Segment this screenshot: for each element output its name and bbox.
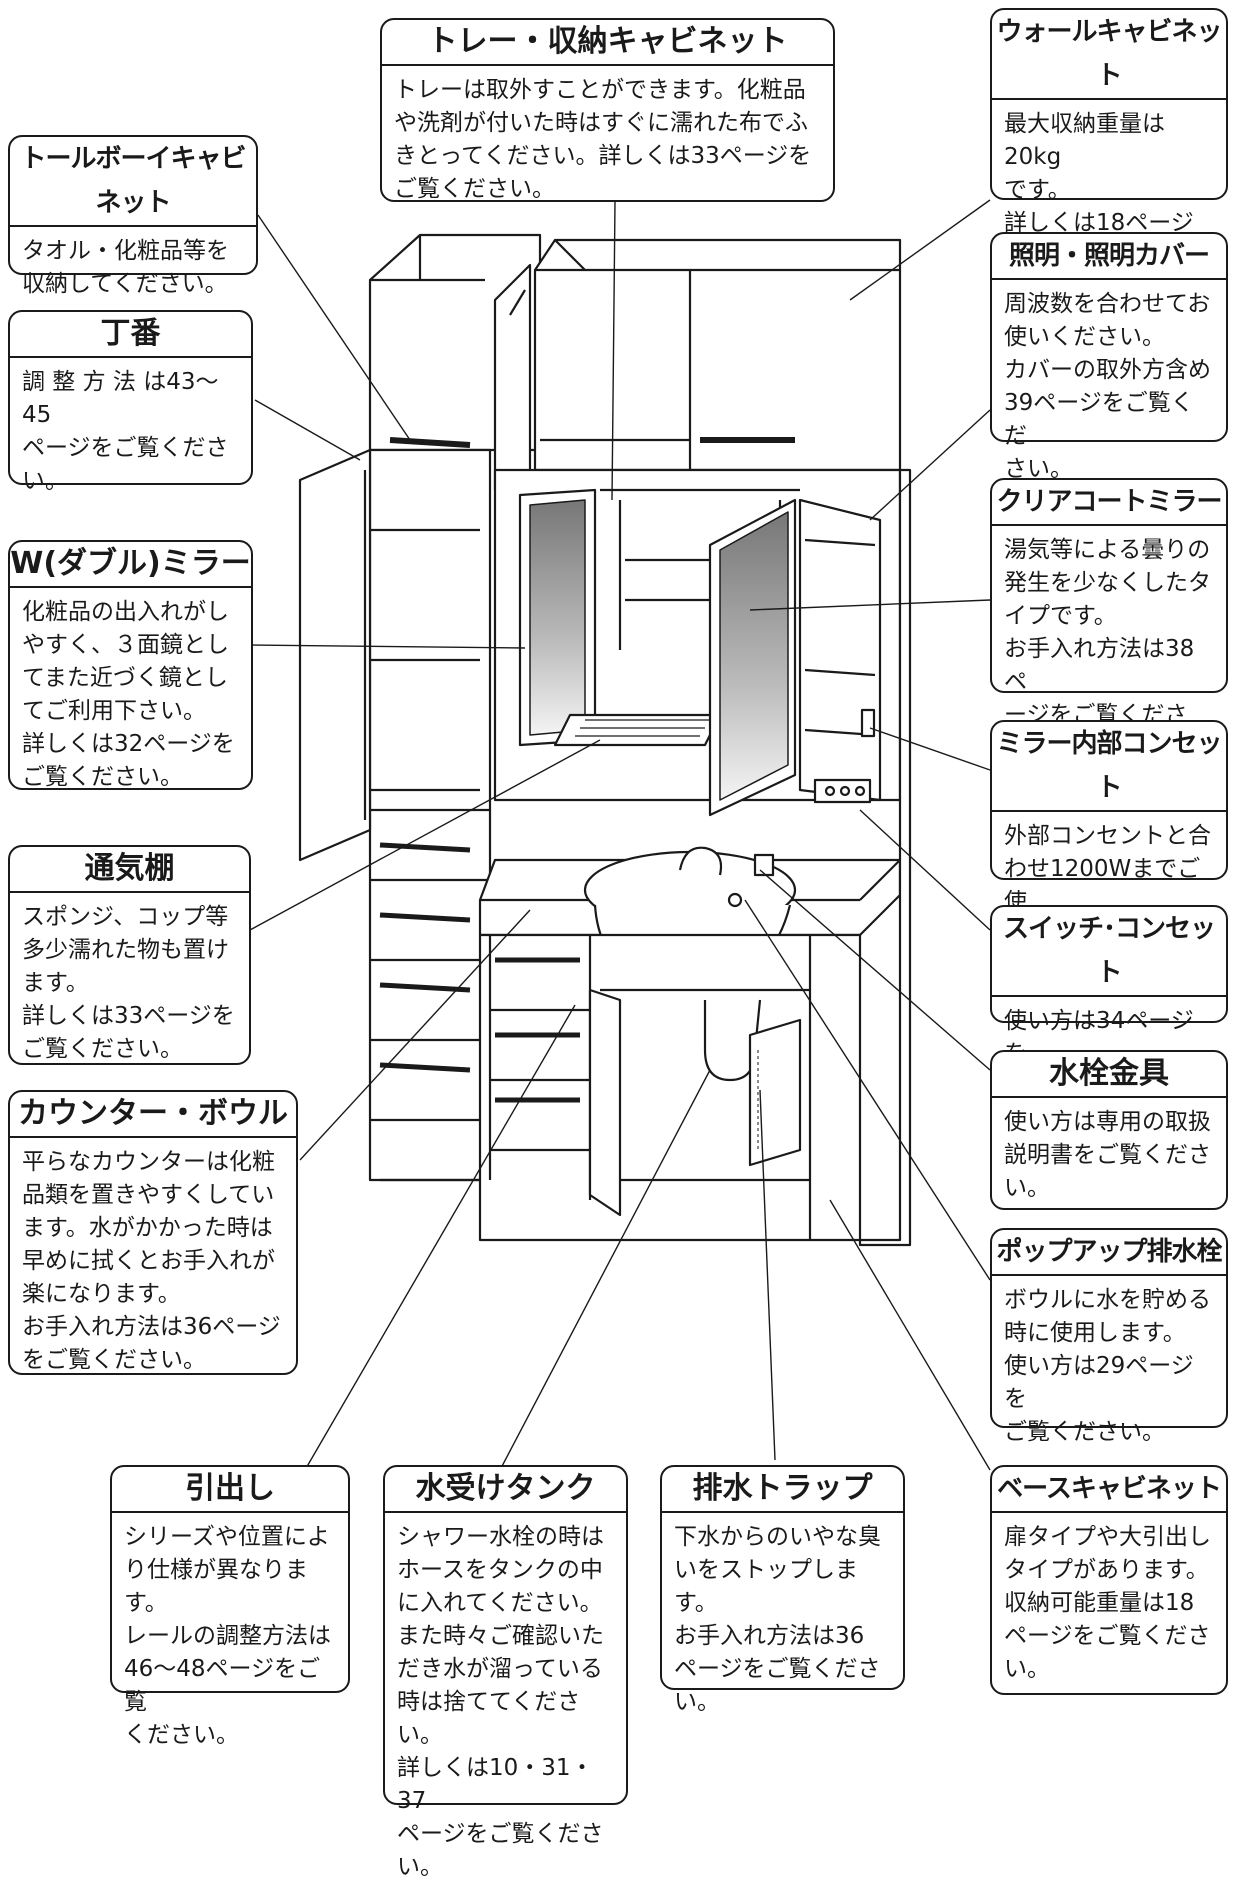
callout-title: ポップアップ排水栓 [992, 1230, 1226, 1276]
callout-w-mirror: W(ダブル)ミラー 化粧品の出入れがし やすく、３面鏡とし てまた近づく鏡とし … [8, 540, 253, 790]
callout-title: クリアコートミラー [992, 480, 1226, 526]
callout-body: 使い方は専用の取扱 説明書をご覧くださ い。 [1004, 1109, 1211, 1201]
base-cabinet [478, 933, 862, 1242]
vent-shelf [553, 713, 722, 747]
callout-drawer: 引出し シリーズや位置によ り仕様が異なります。 レールの調整方法は 46〜48… [110, 1465, 350, 1748]
callout-title: 照明・照明カバー [992, 234, 1226, 280]
mirror-side-compartment [798, 498, 882, 802]
callout-mirror-outlet: ミラー内部コンセット 外部コンセントと合 わせ1200Wまでご使 用できます。 [990, 720, 1228, 948]
callout-body: シャワー水栓の時は ホースをタンクの中 に入れてください。 また時々ご確認いた … [397, 1524, 604, 1880]
callout-drain-trap: 排水トラップ 下水からのいやな臭 いをストップします。 お手入れ方法は36 ペー… [660, 1465, 905, 1715]
callout-counter-bowl: カウンター・ボウル 平らなカウンターは化粧 品類を置きやすくしてい ます。水がか… [8, 1090, 298, 1375]
callout-body: ボウルに水を貯める 時に使用します。 使い方は29ページを ご覧ください。 [1004, 1287, 1211, 1445]
callout-body: スポンジ、コップ等 多少濡れた物も置け ます。 詳しくは33ページを ご覧くださ… [22, 904, 235, 1062]
tallboy-cabinet [368, 448, 492, 1182]
callout-title: 丁番 [10, 312, 251, 358]
callout-title: カウンター・ボウル [10, 1092, 296, 1138]
faucet [678, 846, 723, 876]
callout-title: 引出し [112, 1467, 348, 1513]
callout-body: 化粧品の出入れがし やすく、３面鏡とし てまた近づく鏡とし てご利用下さい。 詳… [22, 599, 235, 790]
callout-tray-cabinet: トレー・収納キャビネット トレーは取外すことができます。化粧品 や洗剤が付いた時… [380, 18, 835, 202]
callout-title: 水受けタンク [385, 1467, 626, 1513]
callout-faucet: 水栓金具 使い方は専用の取扱 説明書をご覧くださ い。 [990, 1050, 1228, 1210]
callout-title: W(ダブル)ミラー [10, 542, 251, 588]
callout-clear-coat-mirror: クリアコートミラー 湯気等による曇りの 発生を少なくしたタ イプです。 お手入れ… [990, 478, 1228, 761]
vanity-illustration [249, 199, 991, 1471]
callout-body: 調 整 方 法 は43〜45 ページをご覧くださ い。 [22, 369, 229, 494]
callout-title: トールボーイキャビネット [10, 137, 256, 227]
callout-title: 水栓金具 [992, 1052, 1226, 1098]
callout-title: トレー・収納キャビネット [382, 20, 833, 66]
callout-body: 周波数を合わせてお 使いください。 カバーの取外方含め 39ページをご覧くだ さ… [1004, 291, 1211, 482]
callout-title: ベースキャビネット [992, 1467, 1226, 1513]
callout-water-tank: 水受けタンク シャワー水栓の時は ホースをタンクの中 に入れてください。 また時… [383, 1465, 628, 1880]
callout-title: スイッチ･コンセット [992, 907, 1226, 997]
callout-base-cabinet: ベースキャビネット 扉タイプや大引出し タイプがあります。 収納可能重量は18 … [990, 1465, 1228, 1695]
base-cabinet-door [588, 988, 622, 1217]
wall-cabinet-door [493, 263, 532, 492]
callout-title: 排水トラップ [662, 1467, 903, 1513]
callout-vent-shelf: 通気棚 スポンジ、コップ等 多少濡れた物も置け ます。 詳しくは33ページを ご… [8, 845, 251, 1065]
callout-tallboy-cabinet: トールボーイキャビネット タオル・化粧品等を 収納してください。 [8, 135, 258, 297]
water-tank [748, 1018, 802, 1167]
callout-body: 平らなカウンターは化粧 品類を置きやすくしてい ます。水がかかった時は 早めに拭… [22, 1149, 281, 1373]
callout-title: ウォールキャビネット [992, 10, 1226, 100]
callout-title: ミラー内部コンセット [992, 722, 1226, 812]
callout-body: 扉タイプや大引出し タイプがあります。 収納可能重量は18 ページをご覧くださ … [1004, 1524, 1211, 1682]
callout-body: タオル・化粧品等を 収納してください。 [22, 238, 229, 297]
tallboy-door [298, 448, 372, 862]
callout-body: 下水からのいやな臭 いをストップします。 お手入れ方法は36 ページをご覧くださ… [674, 1524, 881, 1715]
wall-cabinet [533, 238, 902, 472]
callout-hinge: 丁番 調 整 方 法 は43〜45 ページをご覧くださ い。 [8, 310, 253, 494]
callout-body: トレーは取外すことができます。化粧品 や洗剤が付いた時はすぐに濡れた布でふ きと… [394, 77, 812, 202]
callout-switch-outlet: スイッチ･コンセット 使い方は34ページを ご覧ください。 [990, 905, 1228, 1100]
callout-lighting: 照明・照明カバー 周波数を合わせてお 使いください。 カバーの取外方含め 39ペ… [990, 232, 1228, 482]
callout-title: 通気棚 [10, 847, 249, 893]
callout-popup-drain: ポップアップ排水栓 ボウルに水を貯める 時に使用します。 使い方は29ページを … [990, 1228, 1228, 1445]
callout-body: シリーズや位置によ り仕様が異なります。 レールの調整方法は 46〜48ページを… [124, 1524, 331, 1748]
callout-wall-cabinet: ウォールキャビネット 最大収納重量は20kg です。 詳しくは18ページを ご覧… [990, 8, 1228, 302]
callout-body: 湯気等による曇りの 発生を少なくしたタ イプです。 お手入れ方法は38ペ ージを… [1004, 537, 1211, 761]
